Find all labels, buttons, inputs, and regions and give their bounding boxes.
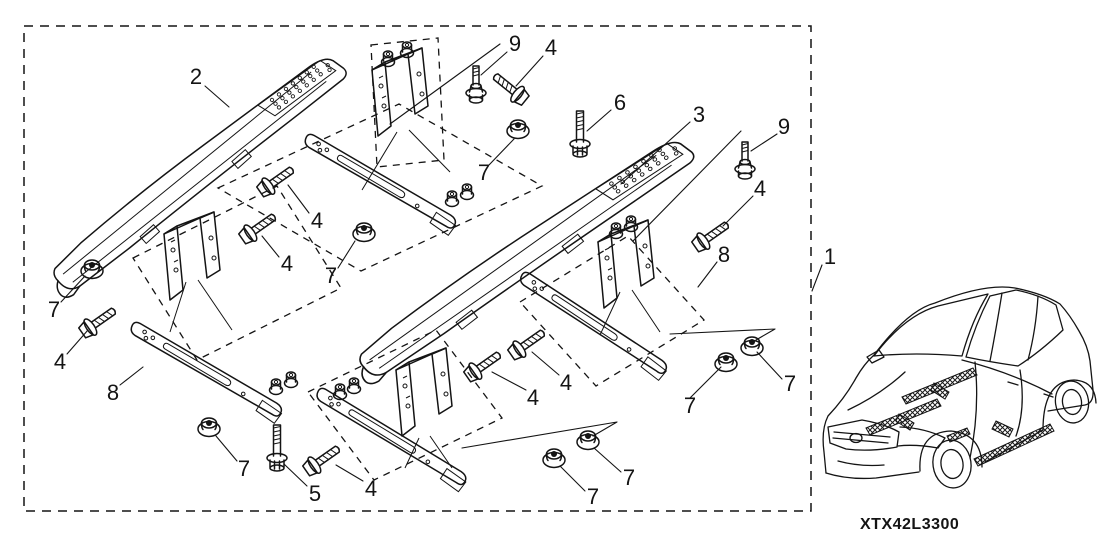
cap-stud xyxy=(444,190,460,208)
flange-nut xyxy=(80,259,104,280)
part-callout: 8 xyxy=(718,242,730,267)
kit-boundary-box xyxy=(23,25,812,512)
flange-bolt xyxy=(460,345,506,386)
flange-nut xyxy=(576,430,600,451)
flange-bolt xyxy=(235,207,281,248)
cap-stud xyxy=(459,183,475,201)
leader-lines xyxy=(60,43,823,492)
cap-stud xyxy=(283,371,299,389)
part-callout: 4 xyxy=(545,35,557,60)
bracket-assembly-rear-left xyxy=(121,211,299,425)
flange-nut xyxy=(506,119,530,140)
part-callout: 4 xyxy=(365,476,377,501)
part-callout: 4 xyxy=(560,370,572,395)
part-callout: 2 xyxy=(190,64,202,89)
part-callout: 1 xyxy=(824,244,836,269)
cap-stud xyxy=(346,377,362,395)
part-callout: 7 xyxy=(478,160,490,185)
flange-nut xyxy=(197,417,221,438)
part-callout: 7 xyxy=(784,371,796,396)
bracket-assembly-front-left xyxy=(295,41,475,237)
part-callout: 7 xyxy=(48,297,60,322)
flange-bolt xyxy=(299,439,345,480)
callouts: 2 9 4 6 3 9 4 7 4 4 7 7 4 8 7 5 4 4 4 7 … xyxy=(48,31,836,509)
flange-bolt xyxy=(253,160,299,201)
part-callout: 7 xyxy=(238,456,250,481)
part-callout: 4 xyxy=(527,385,539,410)
part-code-label: XTX42L3300 xyxy=(860,516,959,533)
flange-nut xyxy=(542,448,566,469)
kit-parts-on-vehicle xyxy=(865,367,1055,467)
part-callout: 4 xyxy=(754,176,766,201)
flange-bolt xyxy=(487,67,533,109)
part-callout: 6 xyxy=(614,90,626,115)
bracket-assembly-rear-right xyxy=(509,215,676,383)
flange-nut xyxy=(352,222,376,243)
part-callout: 4 xyxy=(54,349,66,374)
part-callout: 7 xyxy=(325,263,337,288)
long-bolt xyxy=(569,110,591,158)
part-callout: 7 xyxy=(684,393,696,418)
part-callout: 9 xyxy=(778,114,790,139)
part-callout: 4 xyxy=(311,208,323,233)
part-callout: 7 xyxy=(623,465,635,490)
bracket-assembly-front-right xyxy=(306,347,475,494)
part-callout: 3 xyxy=(693,102,705,127)
part-callout: 4 xyxy=(281,251,293,276)
subassembly-outlines xyxy=(132,37,706,481)
flange-nut xyxy=(714,352,738,373)
part-callout: 8 xyxy=(107,380,119,405)
flange-nut xyxy=(740,336,764,357)
part-callout: 7 xyxy=(587,484,599,509)
stud-bolt xyxy=(734,141,756,180)
part-callout: 5 xyxy=(309,481,321,506)
car-illustration xyxy=(822,286,1097,489)
cap-stud xyxy=(268,378,284,396)
flange-bolt xyxy=(504,323,550,364)
stud-bolt xyxy=(465,65,487,104)
part-callout: 9 xyxy=(509,31,521,56)
